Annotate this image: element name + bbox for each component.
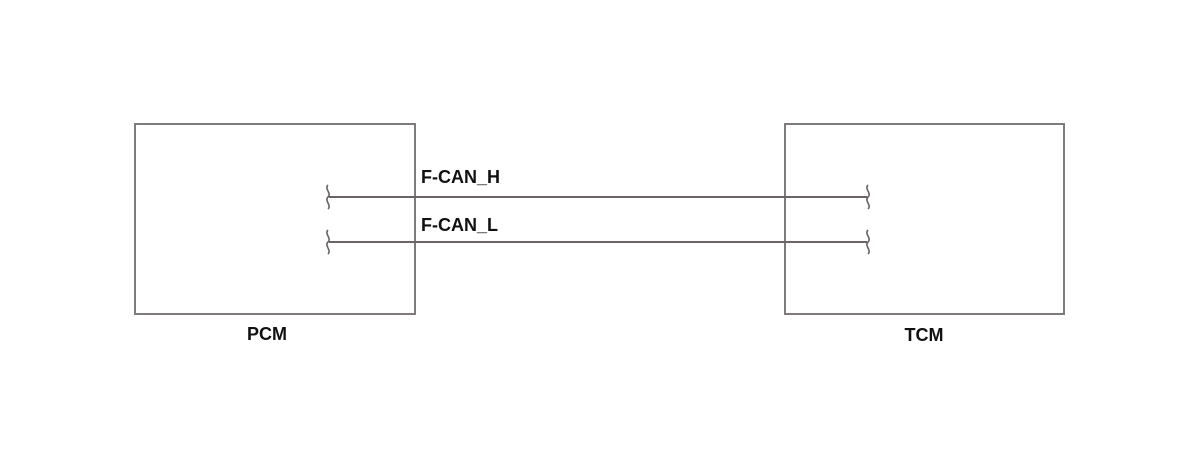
wire-f-can-l-label: F-CAN_L xyxy=(421,215,498,235)
pcm-label: PCM xyxy=(247,324,287,344)
tcm-label: TCM xyxy=(905,325,944,345)
pcm-can-h-terminal-icon xyxy=(326,184,330,210)
tcm-can-h-terminal-icon xyxy=(866,184,870,210)
pcm-box xyxy=(134,123,416,315)
tcm-module: TCM xyxy=(784,123,1065,345)
tcm-box xyxy=(784,123,1065,315)
wire-f-can-h: F-CAN_H xyxy=(326,167,870,210)
pcm-can-l-terminal-icon xyxy=(326,229,330,255)
wire-f-can-l: F-CAN_L xyxy=(326,215,870,255)
wire-f-can-h-label: F-CAN_H xyxy=(421,167,500,187)
pcm-module: PCM xyxy=(134,123,416,344)
tcm-can-l-terminal-icon xyxy=(866,229,870,255)
